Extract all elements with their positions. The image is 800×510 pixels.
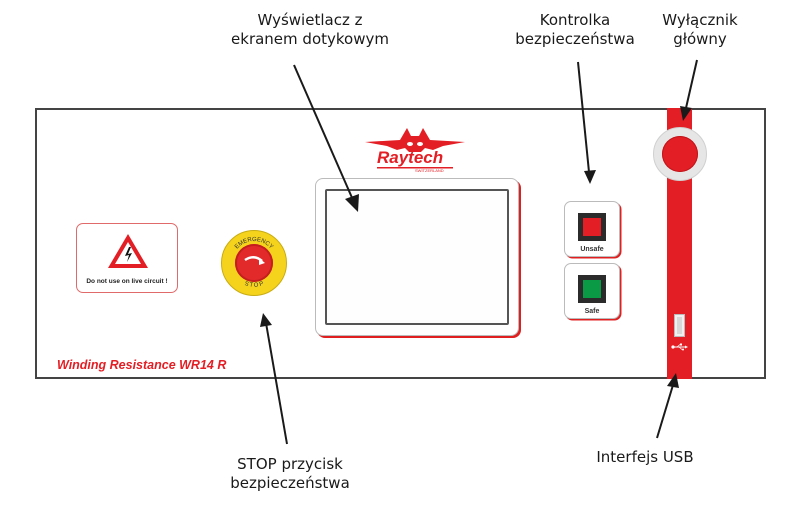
callout-display: Wyświetlacz z ekranem dotykowym xyxy=(210,11,410,49)
main-power-switch[interactable] xyxy=(653,127,707,181)
svg-text:STOP: STOP xyxy=(244,281,265,289)
lamp-unsafe-label: Unsafe xyxy=(580,246,604,253)
raytech-logo: Raytech SWITZERLAND xyxy=(355,122,475,174)
callout-safety-lamp-line1: Kontrolka xyxy=(539,11,611,29)
callout-safety-lamp: Kontrolka bezpieczeństwa xyxy=(505,11,645,49)
brand-name: Raytech xyxy=(377,148,444,167)
callout-stop-button: STOP przycisk bezpieczeństwa xyxy=(220,455,360,493)
emergency-stop-cap[interactable] xyxy=(235,244,273,282)
warning-label: Do not use on live circuit ! xyxy=(76,223,178,293)
warning-text: Do not use on live circuit ! xyxy=(86,278,168,285)
callout-safety-lamp-line2: bezpieczeństwa xyxy=(515,30,635,48)
arrow-usb xyxy=(656,373,679,439)
callout-stop-button-line1: STOP przycisk xyxy=(237,455,343,473)
callout-main-switch-line2: główny xyxy=(673,30,727,48)
usb-port[interactable] xyxy=(674,314,685,337)
lamp-safe-label: Safe xyxy=(584,308,600,315)
emergency-stop-button[interactable]: EMERGENCY STOP xyxy=(221,230,287,296)
callout-display-line1: Wyświetlacz z xyxy=(257,11,363,29)
usb-icon xyxy=(671,343,688,351)
lamp-unsafe: Unsafe xyxy=(564,201,620,257)
callout-main-switch: Wyłącznik główny xyxy=(650,11,750,49)
callout-stop-button-line2: bezpieczeństwa xyxy=(230,474,350,492)
main-power-switch-button[interactable] xyxy=(662,136,698,172)
high-voltage-warning-icon xyxy=(108,234,148,268)
lamp-safe: Safe xyxy=(564,263,620,319)
logo-emblem-icon xyxy=(365,128,465,169)
callout-usb-line1: Interfejs USB xyxy=(596,448,694,466)
emergency-bottom-text: STOP xyxy=(244,281,265,289)
twist-release-arrow-icon xyxy=(244,256,265,265)
touch-display-screen[interactable] xyxy=(325,189,509,325)
brand-subtitle: SWITZERLAND xyxy=(415,168,444,173)
callout-display-line2: ekranem dotykowym xyxy=(231,30,389,48)
callout-usb: Interfejs USB xyxy=(580,448,710,467)
lamp-unsafe-indicator xyxy=(578,213,606,241)
model-name: Winding Resistance WR14 R xyxy=(57,358,227,372)
touch-display-bezel xyxy=(315,178,519,336)
callout-main-switch-line1: Wyłącznik xyxy=(662,11,738,29)
lamp-safe-indicator xyxy=(578,275,606,303)
